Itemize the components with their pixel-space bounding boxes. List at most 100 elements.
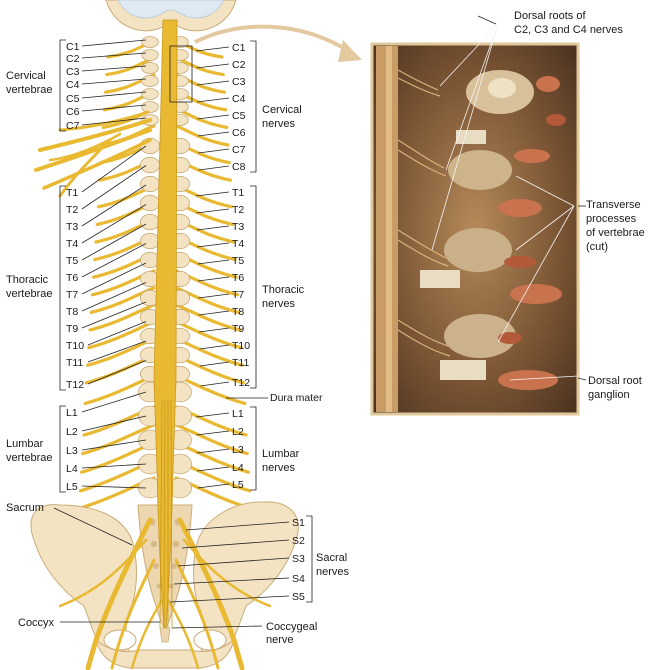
vertebra-leader: [81, 439, 147, 451]
nerve-leader: [196, 63, 230, 69]
right-bracket: [250, 406, 257, 491]
coccygeal-label-2: nerve: [266, 634, 294, 646]
vertebra-group-name: vertebrae: [6, 84, 52, 96]
left-bracket: [59, 39, 66, 132]
vertebra-label: L5: [66, 481, 78, 493]
nerve-leader: [199, 361, 230, 367]
vertebra-leader: [81, 485, 147, 489]
spinal-nerve-right: [174, 286, 241, 314]
vertebra-leader: [81, 262, 147, 295]
detail-box: [169, 45, 193, 103]
vertebra-leader: [81, 223, 147, 261]
coccygeal-label-1: Coccygeal: [266, 621, 317, 633]
nerve-labels: C1C2C3C4C5C6C7C8T1T2T3T4T5T6T7T8T9T10T11…: [232, 42, 305, 603]
nerve-leader: [196, 208, 230, 214]
nerve-label: L3: [232, 444, 244, 456]
nerve-leader: [198, 310, 230, 316]
detail-arrowhead: [338, 40, 362, 62]
nerve-leader: [199, 344, 230, 350]
nerve-group-name: Lumbar: [262, 448, 300, 460]
vertebra-leader: [81, 52, 147, 59]
right-leader-lines: [169, 46, 290, 603]
dura-mater-label: Dura mater: [270, 392, 323, 404]
vertebra-label: T5: [66, 255, 78, 267]
vertebra-leader: [81, 165, 147, 210]
nerve-label: C4: [232, 93, 246, 105]
vertebra-label: T1: [66, 187, 78, 199]
vertebra-label: C6: [66, 106, 80, 118]
vertebra-leader: [81, 204, 147, 244]
spinal-nerve-left: [89, 286, 156, 314]
nerve-group-name: Cervical: [262, 104, 302, 116]
nerve-label: T8: [232, 306, 244, 318]
vertebra-label: C3: [66, 66, 80, 78]
dissection-photo: [370, 15, 587, 416]
nerve-leader: [197, 114, 230, 120]
nerve-leader: [196, 80, 230, 86]
nerve-label: T5: [232, 255, 244, 267]
nerve-label: T9: [232, 323, 244, 335]
vertebra-left-process: [141, 36, 159, 48]
vertebra-left-process: [141, 49, 159, 61]
nerve-label: L4: [232, 462, 244, 474]
right-bracket: [250, 40, 257, 173]
vertebra-leader: [87, 340, 147, 363]
left-leader-lines: [81, 39, 147, 489]
group-brackets: [59, 39, 313, 603]
vertebra-leader: [81, 145, 147, 193]
vertebra-label: C2: [66, 53, 80, 65]
vertebra-left-process: [139, 156, 160, 174]
vertebra-label: T9: [66, 323, 78, 335]
left-bracket: [59, 405, 66, 493]
vertebra-label: L1: [66, 407, 78, 419]
nerve-leader: [195, 46, 230, 52]
sacral-plexus: [58, 517, 272, 670]
vertebra-label: T6: [66, 272, 78, 284]
vertebra-left-process: [139, 213, 160, 231]
transverse-label-2: processes: [586, 213, 637, 225]
vertebra-label: T12: [66, 379, 84, 391]
nerve-leader: [196, 430, 230, 436]
vertebra-label: T10: [66, 340, 84, 352]
nerve-leader: [197, 483, 230, 489]
nerve-leader: [200, 381, 230, 387]
nerve-label: C7: [232, 144, 246, 156]
nerve-leader: [197, 97, 230, 103]
vertebra-group-name: Lumbar: [6, 438, 44, 450]
vertebra-label: L2: [66, 426, 78, 438]
brachial-plexus: [34, 110, 152, 198]
right-bracket: [250, 185, 257, 389]
nerve-label: T6: [232, 272, 244, 284]
vertebra-label: T11: [66, 357, 83, 369]
nerve-leader: [169, 595, 290, 603]
right-bracket: [306, 515, 313, 603]
nerve-group-name: Thoracic: [262, 284, 305, 296]
vertebra-leader: [81, 65, 147, 72]
misc-labels: Dura mater Sacrum Coccyx Coccygeal nerve: [6, 392, 323, 646]
coccyx-label: Coccyx: [18, 617, 55, 629]
vertebra-label: C5: [66, 93, 80, 105]
nerve-label: S4: [292, 573, 305, 585]
detail-arrow: [194, 24, 352, 54]
vertebra-group-name: vertebrae: [6, 452, 52, 464]
nerve-label: T1: [232, 187, 244, 199]
vertebra-leader: [81, 301, 147, 329]
nerve-group-name: Sacral: [316, 552, 347, 564]
vertebra-group-name: vertebrae: [6, 288, 52, 300]
vertebra-left-process: [141, 62, 159, 74]
pelvis: [30, 501, 299, 669]
nerve-leader: [198, 165, 230, 171]
vertebra-label: T4: [66, 238, 78, 250]
nerve-group-name: nerves: [316, 566, 350, 578]
vertebra-leader: [81, 117, 147, 126]
vertebra-leader: [81, 78, 147, 85]
vertebra-leader: [81, 415, 147, 432]
nerve-leader: [199, 327, 230, 333]
photo-labels: Dorsal roots of C2, C3 and C4 nerves Tra…: [514, 10, 645, 401]
vertebra-leader: [87, 321, 147, 346]
nerve-label: S5: [292, 591, 305, 603]
nerve-leader: [197, 242, 230, 248]
vertebra-leader: [81, 91, 147, 99]
vertebra-label: T3: [66, 221, 78, 233]
vertebra-leader: [81, 104, 147, 112]
